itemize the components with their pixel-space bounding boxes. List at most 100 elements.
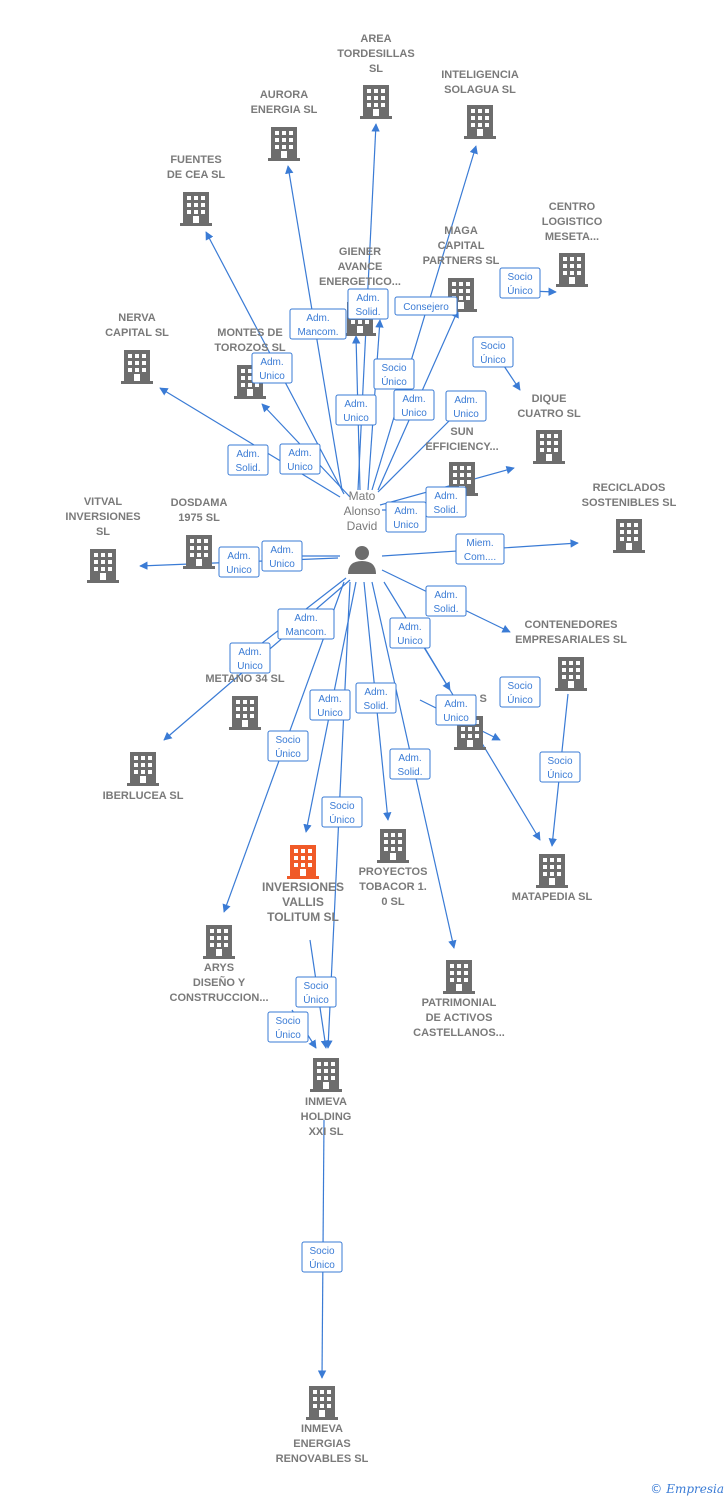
edge-label[interactable]: Adm. Solid. <box>347 288 389 320</box>
edge-label[interactable]: Adm.Unico <box>279 443 321 475</box>
edge-label[interactable]: Adm.Mancom. <box>289 308 347 340</box>
company-name: TOLITUM SL <box>267 910 339 924</box>
company-name: XXI SL <box>309 1126 344 1138</box>
edge-label[interactable]: Adm.Solid. <box>425 486 467 518</box>
company-node-giener[interactable]: GIENERAVANCEENERGETICO... <box>319 246 401 336</box>
company-name: 0 SL <box>381 896 405 908</box>
edge-label[interactable]: Adm.Unico <box>335 394 377 426</box>
edge-label[interactable]: Adm.Solid. <box>355 682 397 714</box>
copyright-icon: © <box>650 1482 663 1496</box>
edge-label[interactable]: Adm.Solid. <box>227 444 269 476</box>
edge-label-box <box>301 1241 343 1273</box>
edge-label-box <box>472 336 514 368</box>
building-icon <box>127 752 159 786</box>
edge-label-text: Socio <box>303 981 328 992</box>
company-node-sun[interactable]: UNSUNEFFICIENCY... <box>425 411 499 496</box>
company-name: AREA <box>360 33 391 45</box>
edge-label-text: Adm. <box>260 357 283 368</box>
edge-label[interactable]: Adm.Unico <box>385 501 427 533</box>
brand-name: Empresia <box>666 1482 724 1496</box>
edge-label[interactable]: Adm.Unico <box>389 617 431 649</box>
edge-label-text: Socio <box>329 801 354 812</box>
building-icon <box>121 350 153 384</box>
edge-label[interactable]: Adm.Unico <box>393 389 435 421</box>
edge-label[interactable]: Adm.Unico <box>261 540 303 572</box>
person-icon <box>355 546 369 560</box>
edge-label-text: Socio <box>275 735 300 746</box>
edge-label[interactable]: Adm. Unico <box>435 694 477 726</box>
edge-label-text: Adm. <box>434 491 457 502</box>
edge-label-text: Adm. <box>356 293 379 304</box>
edge-label-box <box>389 748 431 780</box>
edge-label[interactable]: Adm.Unico <box>229 642 271 674</box>
edge-label-text: Solid. <box>355 307 380 318</box>
edge-label[interactable]: Consejero <box>394 296 458 316</box>
company-name: SOLAGUA SL <box>444 84 516 96</box>
edge-label-text: Único <box>303 993 329 1006</box>
company-name: CONTENEDORES <box>525 619 618 631</box>
edge-label-box <box>229 642 271 674</box>
company-name: TOROZOS SL <box>214 342 286 354</box>
company-node-metano[interactable]: METANO 34 SL <box>205 673 285 730</box>
edge-label-text: Unico <box>443 713 469 724</box>
edge-labels-layer: Adm.Solid.Adm.Mancom.ConsejeroSocioÚnico… <box>218 267 581 1273</box>
company-name: RECICLADOS <box>593 482 666 494</box>
edge-label[interactable]: Adm.Solid. <box>425 585 467 617</box>
edge-label[interactable]: Adm.Unico <box>218 546 260 578</box>
company-name: ENERGIAS <box>293 1438 350 1450</box>
edge-label-text: Único <box>381 375 407 388</box>
company-name: INTELIGENCIA <box>441 69 519 81</box>
edge-label[interactable]: Adm.Solid. <box>389 748 431 780</box>
edge-label-text: Adm. <box>444 699 467 710</box>
edge-label[interactable]: Miem.Com.... <box>455 533 505 565</box>
edge-label-box <box>539 751 581 783</box>
company-node-inteligencia[interactable]: INTELIGENCIA SOLAGUA SL <box>441 69 519 139</box>
building-icon <box>229 696 261 730</box>
edge-label[interactable]: Adm.Unico <box>251 352 293 384</box>
company-node-iberlucea[interactable]: IBERLUCEA SL <box>103 752 184 802</box>
company-node-matapedia[interactable]: MATAPEDIA SL <box>512 854 593 903</box>
brand-mark[interactable]: ©Empresia <box>650 1482 724 1496</box>
edge-label[interactable]: Adm.Unico <box>309 689 351 721</box>
company-name: DE ACTIVOS <box>426 1012 493 1024</box>
edge-label-box <box>267 730 309 762</box>
building-icon <box>360 85 392 119</box>
company-name: ENERGIA SL <box>251 104 318 116</box>
edge-label[interactable]: Adm.Mancom. <box>277 608 335 640</box>
edge-label[interactable]: Adm.Unico <box>445 390 487 422</box>
edge-label-text: Adm. <box>454 395 477 406</box>
company-name: MATAPEDIA SL <box>512 891 593 903</box>
company-name: ARYS <box>204 962 234 974</box>
edge-label-box <box>389 617 431 649</box>
company-node-centro[interactable]: CENTROLOGISTICOMESETA... <box>542 201 603 287</box>
edge-label-text: Socio <box>309 1246 334 1257</box>
